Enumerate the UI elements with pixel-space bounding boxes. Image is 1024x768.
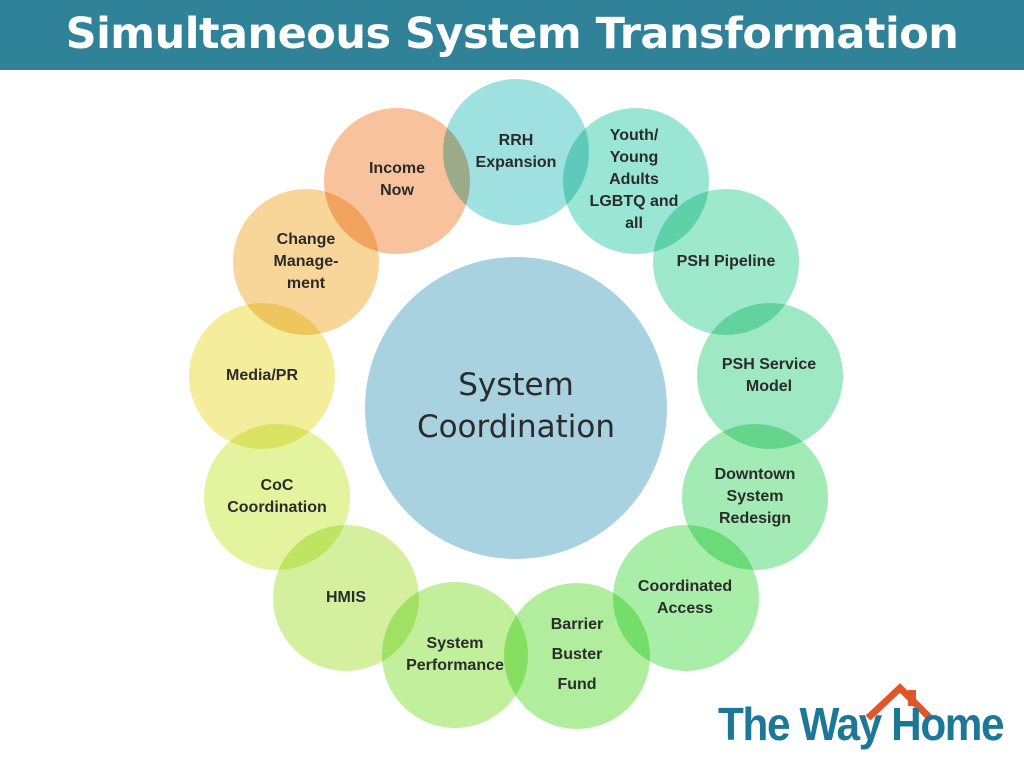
node-label-line: Access bbox=[656, 600, 714, 617]
node-label-line: Now bbox=[380, 182, 414, 199]
node-label-line: Coordination bbox=[227, 499, 327, 516]
node-label-coc-coordination: CoC Coordination bbox=[207, 475, 347, 519]
node-label-line: Downtown bbox=[714, 466, 796, 483]
center-label-line-2: Coordination bbox=[416, 409, 616, 445]
the-way-home-logo: The Way Home bbox=[718, 680, 1005, 754]
center-circle bbox=[365, 257, 667, 559]
slide-title: Simultaneous System Transformation bbox=[65, 9, 959, 59]
house-roof-icon bbox=[865, 683, 933, 721]
node-label-line: Adults bbox=[609, 171, 659, 188]
node-label-line: System bbox=[426, 635, 484, 652]
node-label-line: Model bbox=[745, 378, 793, 395]
node-label-psh-pipeline: PSH Pipeline bbox=[656, 251, 796, 273]
node-label-line: Barrier bbox=[550, 616, 604, 633]
node-label-line: HMIS bbox=[326, 589, 366, 606]
center-label: System Coordination bbox=[366, 364, 666, 448]
node-label-line: Fund bbox=[557, 676, 597, 693]
node-label-line: Income bbox=[368, 160, 425, 177]
node-label-line: PSH Service bbox=[721, 356, 817, 373]
node-label-line: PSH Pipeline bbox=[676, 253, 776, 270]
node-label-media-pr: Media/PR bbox=[192, 365, 332, 387]
node-label-line: System bbox=[726, 488, 784, 505]
node-label-rrh-expansion: RRH Expansion bbox=[446, 130, 586, 174]
node-circle-income-now bbox=[322, 106, 472, 256]
node-label-line: RRH bbox=[498, 132, 534, 149]
node-label-line: Coordinated bbox=[637, 578, 733, 595]
center-label-line-1: System bbox=[458, 367, 574, 403]
node-label-line: Buster bbox=[551, 646, 603, 663]
node-label-line: CoC bbox=[260, 477, 294, 494]
node-label-line: Change bbox=[276, 231, 336, 248]
node-label-line: Performance bbox=[406, 657, 504, 674]
node-label-line: Expansion bbox=[475, 154, 557, 171]
logo-wordmark: The Way Home bbox=[718, 698, 1005, 750]
node-label-line: Youth/ bbox=[609, 127, 659, 144]
node-label-line: ment bbox=[286, 275, 326, 292]
node-label-line: Young bbox=[609, 149, 659, 166]
title-bar: Simultaneous System Transformation bbox=[0, 0, 1024, 70]
node-label-hmis: HMIS bbox=[276, 587, 416, 609]
node-label-line: Manage- bbox=[273, 253, 339, 270]
node-label-line: all bbox=[625, 215, 643, 232]
node-label-line: Media/PR bbox=[225, 367, 298, 384]
node-label-line: Redesign bbox=[718, 510, 791, 527]
node-label-line: LGBTQ and bbox=[589, 193, 679, 210]
